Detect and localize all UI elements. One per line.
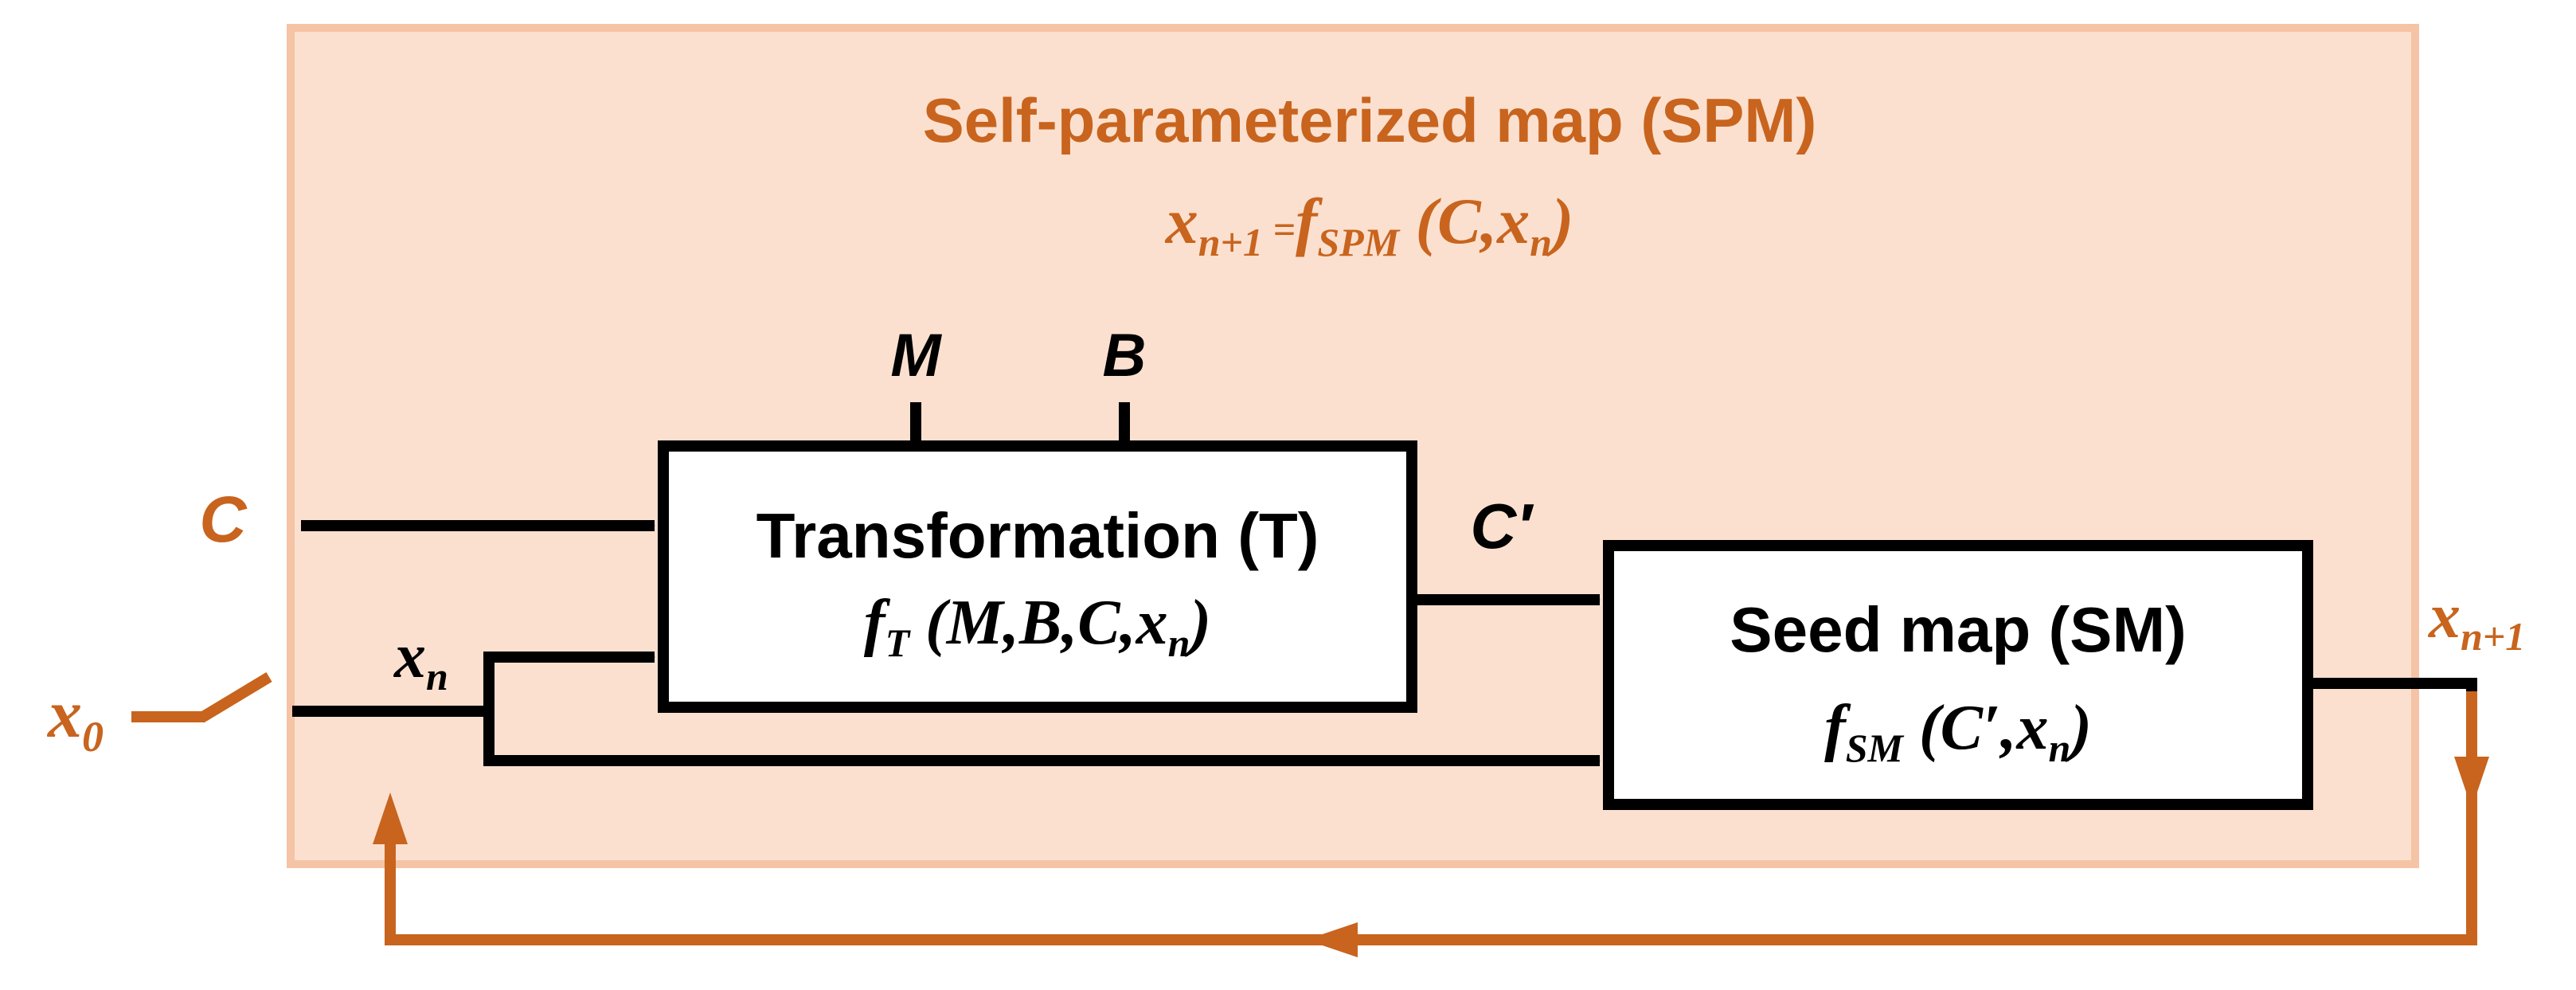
transformation-function: fT (M,B,C,xn) [864,588,1211,665]
x0-label: x0 [46,675,104,761]
panel-title: Self-parameterized map (SPM) [923,85,1817,155]
feedback-left-arrowhead [1306,922,1358,957]
transformation-block [658,440,1417,713]
feedback-up-arrowhead [373,792,408,844]
xn1-output-label: xn+1 [2428,581,2525,659]
m-label: M [890,322,942,389]
seed-map-title: Seed map (SM) [1730,594,2186,665]
panel-equation: xn+1 =fSPM (C,xn) [1165,185,1574,264]
c-prime-label: C′ [1471,491,1535,562]
feedback-loop [385,691,2477,945]
xn-label: xn [393,621,448,698]
c-input-label: C [199,483,248,556]
output-line [2308,678,2477,691]
seed-map-block [1603,540,2313,810]
b-label: B [1103,322,1147,389]
x0-switch-blade [200,672,272,722]
feedback-down-arrowhead [2454,757,2489,808]
transformation-title: Transformation (T) [756,500,1319,571]
